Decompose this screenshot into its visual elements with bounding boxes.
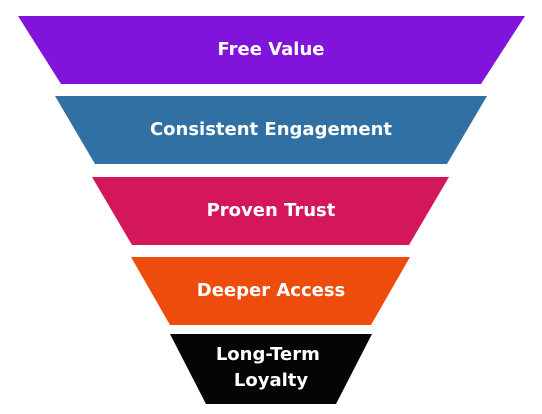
funnel-layer-proven-trust: Proven Trust	[92, 177, 449, 245]
funnel-layer-label-line: Loyalty	[234, 370, 308, 391]
funnel-layer-shape	[131, 257, 410, 325]
funnel-layer-shape	[92, 177, 449, 245]
funnel-layer-shape	[170, 334, 372, 404]
funnel-layer-label: Long-Term Loyalty	[216, 344, 326, 391]
funnel-layer-shape	[18, 16, 525, 84]
funnel-layer-label-line: Free Value	[218, 39, 325, 60]
funnel-layer-consistent-engagement: Consistent Engagement	[55, 96, 487, 164]
funnel-layer-label-line: Consistent Engagement	[150, 119, 392, 140]
funnel-layer-shape	[55, 96, 487, 164]
funnel-layer-label-line: Proven Trust	[207, 200, 336, 221]
funnel-layer-deeper-access: Deeper Access	[131, 257, 410, 325]
funnel-layer-long-term-loyalty: Long-Term Loyalty	[170, 334, 372, 404]
funnel-layer-label: Consistent Engagement	[150, 119, 392, 140]
funnel-layer-free-value: Free Value	[18, 16, 525, 84]
funnel-layer-label: Proven Trust	[207, 200, 336, 221]
funnel-layer-label: Deeper Access	[197, 280, 346, 301]
funnel-layer-label-line: Deeper Access	[197, 280, 346, 301]
funnel-layer-label-line: Long-Term	[216, 344, 320, 365]
funnel-layer-label: Free Value	[218, 39, 325, 60]
